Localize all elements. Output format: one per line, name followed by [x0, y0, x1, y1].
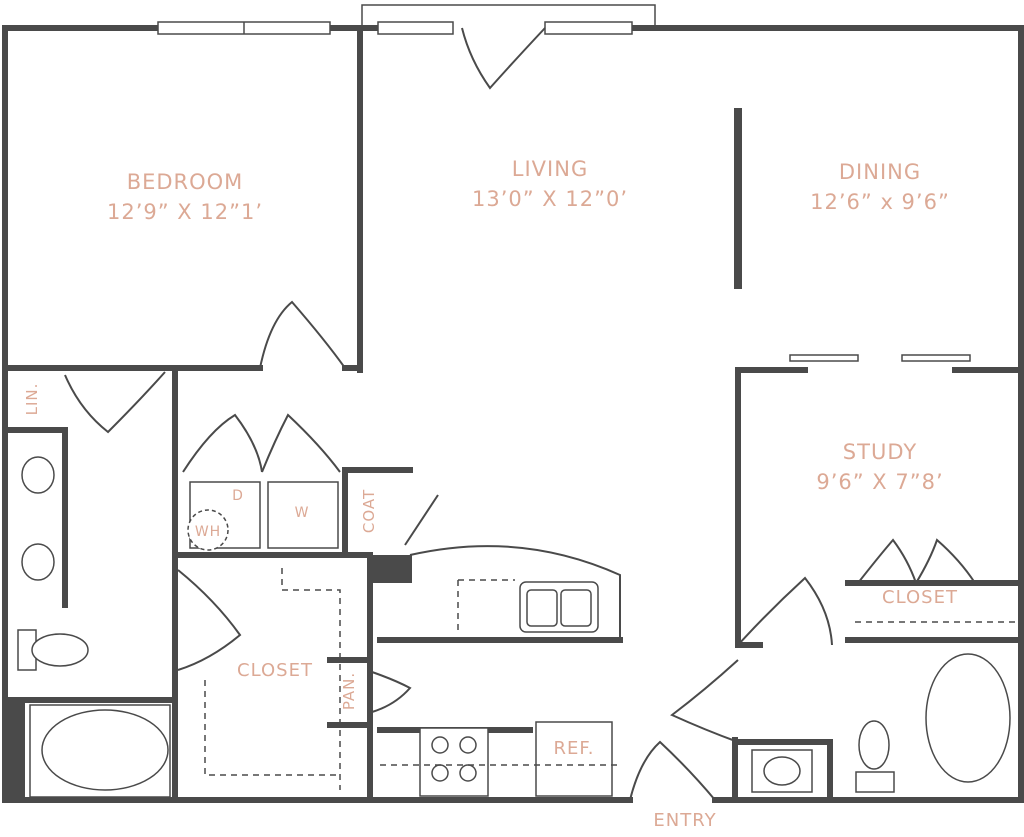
living-label: LIVING	[511, 157, 589, 181]
door-study-closet-left	[857, 538, 917, 584]
door-bath	[64, 371, 166, 434]
tub-master	[925, 653, 1011, 783]
coat-label: COAT	[360, 488, 378, 534]
bedroom-dims: 12’9” X 12”1’	[106, 200, 263, 224]
living-dims: 13’0” X 12”0’	[471, 187, 628, 211]
window-bay-living	[361, 4, 656, 28]
water-heater-label: WH	[194, 524, 222, 540]
dining-dims: 12’6” x 9’6”	[810, 190, 950, 214]
wall-block-bath	[3, 700, 25, 800]
dash-closet-shelf	[281, 568, 341, 790]
refrigerator-label: REF.	[553, 738, 595, 759]
dash-closet-shelf-left	[204, 680, 340, 776]
closet-main-label: CLOSET	[237, 660, 313, 681]
kitchen-island	[409, 545, 621, 640]
dash-island	[457, 579, 515, 635]
door-entry	[629, 740, 716, 801]
linen-label: LIN.	[23, 382, 41, 416]
bedroom-label: BEDROOM	[126, 170, 244, 194]
door-coat	[404, 494, 439, 546]
range	[419, 727, 489, 797]
wall-block-coat	[372, 555, 412, 583]
door-study	[737, 576, 833, 646]
tub-basin	[41, 709, 169, 791]
door-living-balcony	[461, 27, 546, 90]
sink-bath-bottom	[21, 543, 55, 581]
dryer-label: D	[232, 488, 244, 504]
washer-label: W	[294, 505, 310, 521]
door-bedroom	[259, 300, 346, 369]
sink-bath-top	[21, 456, 55, 494]
toilet2-bowl	[858, 720, 890, 770]
study-dims: 9’6” X 7”8’	[816, 470, 944, 494]
water-heater	[187, 509, 229, 551]
study-label: STUDY	[842, 440, 918, 464]
door-master-bath	[670, 659, 739, 743]
door-laundry-right	[261, 413, 341, 473]
entry-label: ENTRY	[653, 810, 717, 831]
washer	[267, 481, 339, 549]
window-living-right	[544, 21, 633, 35]
window-dining-opening-right	[901, 354, 971, 362]
door-closet	[177, 569, 242, 671]
closet-study-label: CLOSET	[882, 587, 958, 608]
window-living-left	[377, 21, 454, 35]
refrigerator	[535, 721, 613, 797]
bath2-vanity-wall	[732, 739, 833, 803]
sink-bath2	[763, 756, 801, 786]
window-dining-opening-left	[789, 354, 859, 362]
toilet2-tank	[855, 771, 895, 793]
door-study-closet-right	[915, 538, 976, 584]
door-laundry-left	[182, 413, 263, 473]
pantry-label: PAN.	[340, 671, 358, 711]
dining-label: DINING	[838, 160, 922, 184]
toilet-bowl	[31, 633, 89, 667]
door-pantry	[371, 671, 412, 713]
